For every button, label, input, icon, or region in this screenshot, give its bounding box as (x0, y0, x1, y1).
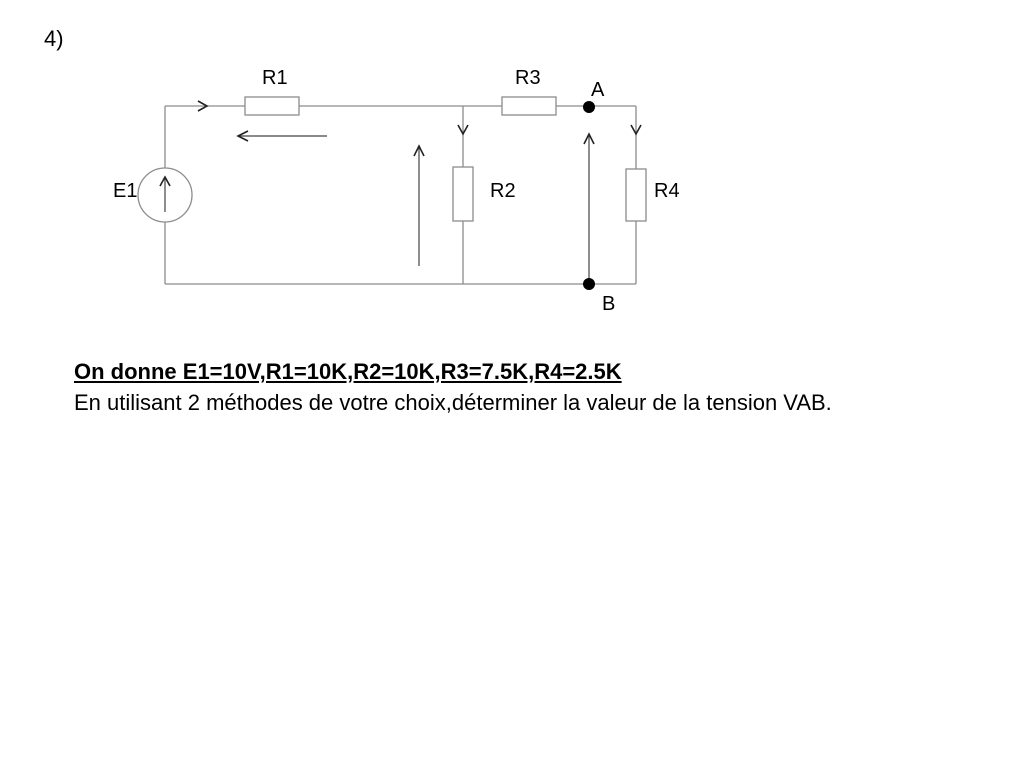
label-b: B (602, 293, 615, 315)
problem-question: En utilisant 2 méthodes de votre choix,d… (74, 390, 832, 415)
label-r4: R4 (654, 180, 680, 202)
circuit-wires (164, 105, 637, 285)
voltage-arrow-r1-head (236, 130, 249, 142)
current-arrow-r4 (630, 124, 642, 136)
voltage-source-e1 (137, 167, 193, 223)
circuit-diagram: R1 R3 A E1 R2 R4 B (113, 67, 680, 315)
label-a: A (591, 79, 605, 101)
current-arrow-top-left (197, 100, 209, 112)
resistor-r1 (244, 96, 300, 116)
label-r2: R2 (490, 180, 516, 202)
voltage-arrow-vab-head (583, 132, 595, 145)
slide-number: 4) (44, 26, 64, 51)
problem-given-values: On donne E1=10V,R1=10K,R2=10K,R3=7.5K,R4… (74, 359, 622, 384)
node-b (583, 278, 595, 290)
current-arrow-r2 (457, 124, 469, 136)
source-arrow-head (159, 175, 171, 187)
node-a (583, 101, 595, 113)
resistor-r2 (452, 166, 474, 222)
label-e1: E1 (113, 180, 137, 202)
label-r3: R3 (515, 67, 541, 89)
label-r1: R1 (262, 67, 288, 89)
resistor-r3 (501, 96, 557, 116)
problem-statement: On donne E1=10V,R1=10K,R2=10K,R3=7.5K,R4… (74, 356, 832, 418)
resistor-r4 (625, 168, 647, 222)
voltage-arrow-r2-head (413, 144, 425, 157)
